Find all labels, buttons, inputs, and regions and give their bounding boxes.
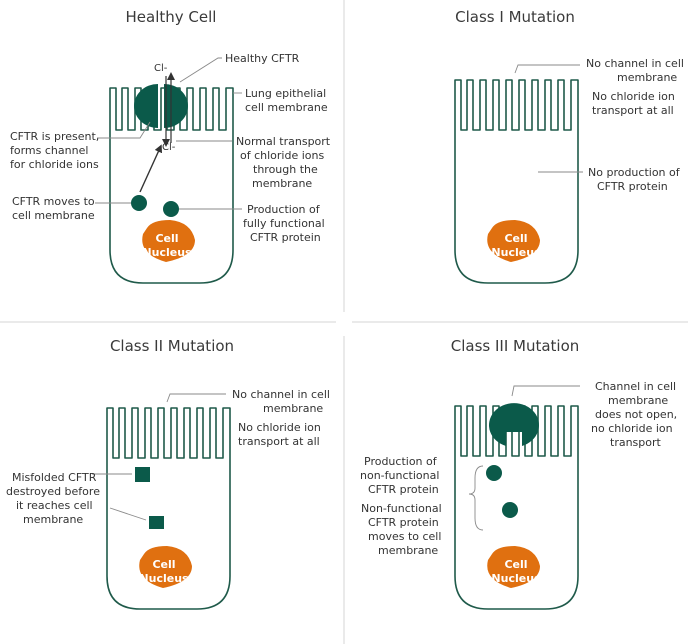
class3-nucleus-line2: Nucleus (491, 572, 541, 585)
class1-no-channel-line2: membrane (617, 71, 677, 84)
class3-production-line2: non-functional (360, 469, 439, 482)
class3-closed-line2: membrane (608, 394, 668, 407)
chloride-ion-top: Cl- (154, 63, 168, 74)
class2-nucleus (139, 546, 192, 588)
class1-cell-outline (454, 79, 579, 284)
leader-class1-no-channel (514, 64, 580, 74)
class3-production-line3: CFTR protein (368, 483, 439, 496)
misfolded-line2: destroyed before (6, 485, 100, 498)
panel-class-1: Class I Mutation Cell Nucleus No channel… (454, 8, 684, 284)
class3-moves-line4: membrane (378, 544, 438, 557)
label-moves-line1: CFTR moves to (12, 195, 95, 208)
closed-cftr-channel (488, 403, 539, 446)
misfolded-line4: membrane (23, 513, 83, 526)
class2-no-channel-line2: membrane (263, 402, 323, 415)
label-transport-line3: through the (253, 163, 318, 176)
panel-class-2: Class II Mutation Cell Nucleus No channe… (6, 337, 330, 610)
class1-nucleus (487, 220, 540, 262)
class3-moves-line3: moves to cell (368, 530, 441, 543)
class3-brace (468, 465, 484, 531)
class1-nucleus-line1: Cell (504, 232, 527, 245)
class2-nucleus-line1: Cell (152, 558, 175, 571)
nonfunctional-cftr-2 (502, 502, 518, 518)
label-present-line2: forms channel (10, 144, 88, 157)
class1-title: Class I Mutation (455, 8, 575, 26)
cftr-channel-right (164, 84, 188, 128)
cftr-protein-moving (131, 195, 147, 211)
label-membrane-line2: cell membrane (245, 101, 328, 114)
class3-nucleus (487, 546, 540, 588)
class2-title: Class II Mutation (110, 337, 234, 355)
class1-no-production-line1: No production of (588, 166, 681, 179)
class1-no-transport-line1: No chloride ion (592, 90, 675, 103)
class3-closed-line5: transport (610, 436, 662, 449)
label-production-line1: Production of (247, 203, 321, 216)
label-healthy-cftr: Healthy CFTR (225, 52, 300, 65)
class3-closed-line4: no chloride ion (591, 422, 673, 435)
label-membrane-line1: Lung epithelial (245, 87, 326, 100)
healthy-cell-title: Healthy Cell (126, 8, 217, 26)
class2-cell-outline (106, 407, 231, 610)
panel-healthy-cell: Healthy Cell Cl- Cl- Cell Nucleus Health… (10, 8, 331, 284)
label-production-line2: fully functional (243, 217, 325, 230)
healthy-cell-nucleus (142, 220, 195, 262)
leader-class3-closed (511, 385, 580, 397)
nonfunctional-cftr-1 (486, 465, 502, 481)
moves-to-membrane-arrow (139, 144, 162, 193)
misfolded-line3: it reaches cell (16, 499, 93, 512)
class1-no-channel-line1: No channel in cell (586, 57, 684, 70)
nucleus-label-line2: Nucleus (142, 246, 192, 259)
leader-healthy-cftr (179, 57, 222, 83)
leader-cftr-present (97, 121, 151, 139)
label-present-line1: CFTR is present, (10, 130, 99, 143)
panel-class-3: Class III Mutation Cell Nucleus Channel … (360, 337, 677, 610)
leader-class2-no-channel (166, 393, 226, 403)
class1-no-production-line2: CFTR protein (597, 180, 668, 193)
class3-cell-outline (454, 405, 579, 610)
class2-nucleus-line2: Nucleus (139, 572, 189, 585)
class1-nucleus-line2: Nucleus (491, 246, 541, 259)
leader-misfolded-2 (109, 507, 147, 521)
class3-moves-line1: Non-functional (361, 502, 442, 515)
class1-no-transport-line2: transport at all (592, 104, 674, 117)
label-present-line3: for chloride ions (10, 158, 99, 171)
misfolded-line1: Misfolded CFTR (12, 471, 97, 484)
misfolded-cftr-square-2 (149, 516, 164, 529)
healthy-cell-outline (109, 87, 234, 284)
label-production-line3: CFTR protein (250, 231, 321, 244)
class3-title: Class III Mutation (451, 337, 580, 355)
class2-no-channel-line1: No channel in cell (232, 388, 330, 401)
label-transport-line4: membrane (252, 177, 312, 190)
class3-nucleus-line1: Cell (504, 558, 527, 571)
class2-no-transport-line2: transport at all (238, 435, 320, 448)
label-moves-line2: cell membrane (12, 209, 95, 222)
class3-moves-line2: CFTR protein (368, 516, 439, 529)
cftr-channel-left (134, 84, 158, 128)
label-transport-line2: of chloride ions (240, 149, 324, 162)
label-transport-line1: Normal transport (236, 135, 331, 148)
nucleus-label-line1: Cell (155, 232, 178, 245)
class3-closed-line1: Channel in cell (595, 380, 676, 393)
class3-closed-line3: does not open, (595, 408, 677, 421)
misfolded-cftr-square-1 (135, 467, 150, 482)
cftr-protein-produced (163, 201, 179, 217)
class2-no-transport-line1: No chloride ion (238, 421, 321, 434)
class3-production-line1: Production of (364, 455, 438, 468)
chloride-ion-bottom: Cl- (162, 142, 176, 153)
